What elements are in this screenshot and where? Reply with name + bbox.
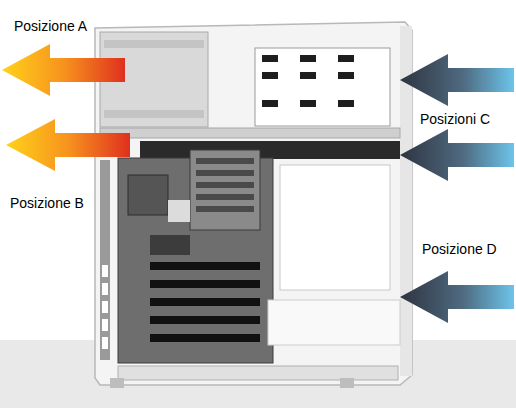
pc-case <box>95 22 412 388</box>
intake-arrow <box>400 54 514 106</box>
position-label: Posizione D <box>420 241 499 258</box>
position-label: Posizioni C <box>418 111 492 128</box>
intake-arrow <box>400 129 514 181</box>
exhaust-arrow <box>6 119 130 171</box>
intake-arrow <box>400 271 514 323</box>
exhaust-arrow <box>2 44 125 96</box>
position-label: Posizione B <box>8 195 86 212</box>
position-label: Posizione A <box>12 18 89 35</box>
